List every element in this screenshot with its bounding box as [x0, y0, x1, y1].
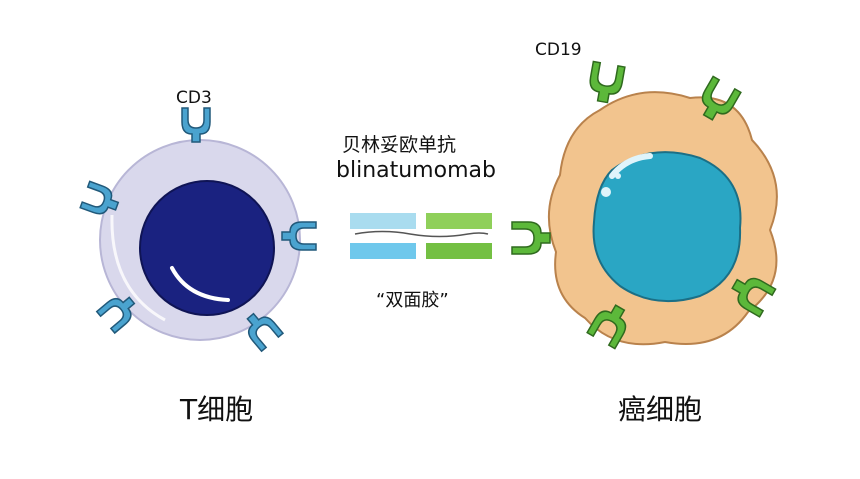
cancer-cell-label: 癌细胞: [618, 393, 703, 426]
cancer-nucleus-dot: [601, 187, 611, 197]
bispecific-label: “双面胶”: [376, 290, 449, 311]
drug-name-chinese: 贝林妥欧单抗: [342, 134, 457, 156]
antibody-linker: [354, 230, 489, 238]
t-cell: [99, 139, 301, 341]
cd19-label: CD19: [535, 40, 582, 60]
cancer-cell-nucleus: [592, 151, 742, 303]
t-cell-nucleus: [139, 180, 275, 316]
drug-name-english: blinatumomab: [336, 158, 496, 183]
cd19-receptor-icon: [511, 221, 551, 255]
antibody-green-upper: [426, 213, 492, 229]
cancer-nucleus-highlight: [609, 153, 653, 179]
t-cell-membrane-highlight: [110, 214, 166, 322]
cd3-label: CD3: [176, 88, 212, 108]
antibody-green-lower: [426, 243, 492, 259]
t-cell-nucleus-highlight: [170, 266, 230, 302]
cancer-nucleus-dot: [615, 173, 621, 179]
antibody-blue-upper: [350, 213, 416, 229]
antibody-blue-lower: [350, 243, 416, 259]
cd19-receptor-icon: [586, 60, 626, 106]
cd3-receptor-icon: [181, 107, 211, 143]
cancer-cell: [547, 91, 778, 346]
t-cell-label: T细胞: [180, 393, 254, 426]
bispecific-antibody: [350, 213, 492, 259]
